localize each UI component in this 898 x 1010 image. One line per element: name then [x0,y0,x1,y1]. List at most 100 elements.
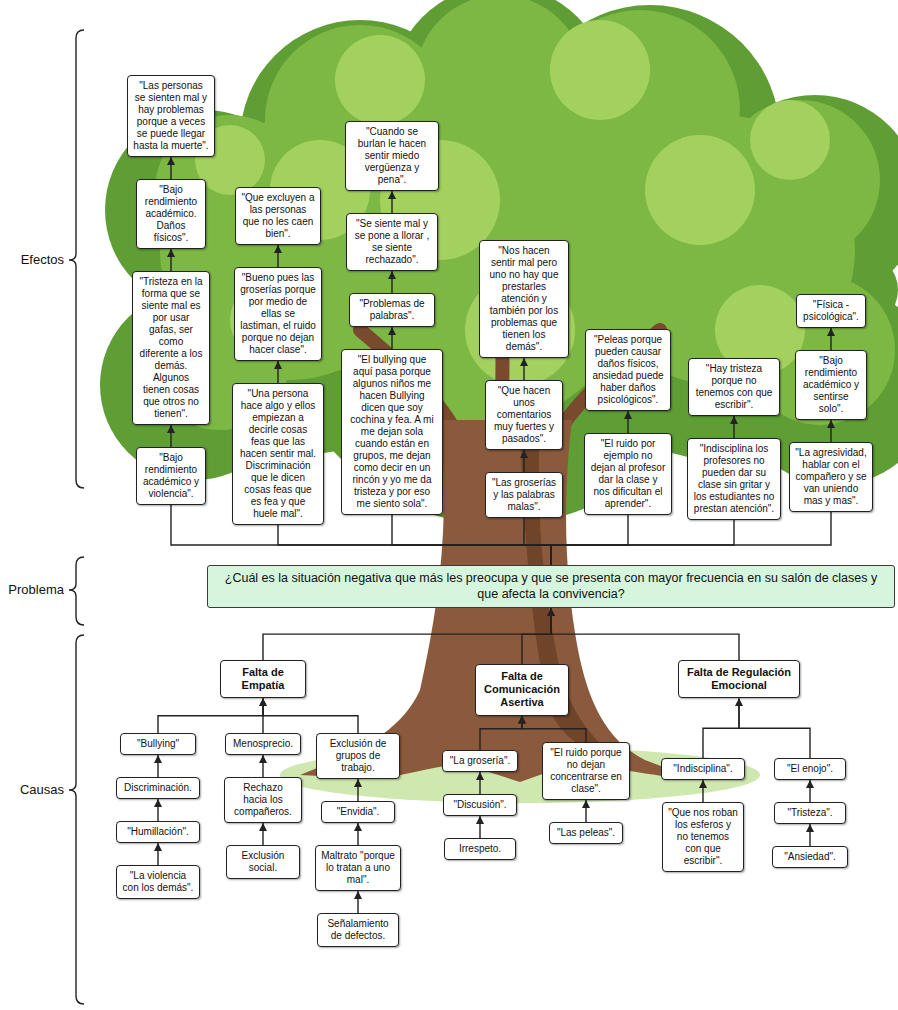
note-box: "Las personas se sienten mal y hay probl… [127,75,215,157]
connector-arrow [585,800,586,822]
node-text: "Ansiedad". [778,851,842,863]
node-text: Señalamiento de defectos. [323,918,393,942]
note-box: "Problemas de palabras". [349,293,435,327]
tree-canopy-light [195,20,830,385]
connector-arrow [277,245,278,267]
connector-arrow [263,698,358,733]
connector-arrow [263,608,551,660]
note-box: "Envidia". [321,801,395,823]
connector-arrow [702,780,703,802]
node-text: "Cuando se burlan le hacen sentir miedo … [351,126,433,186]
connector-arrow [551,608,739,660]
note-box: "Las groserías y las palabras malas". [485,472,563,518]
node-text: "Que excluyen a las personas que no les … [241,192,315,240]
tree-canopy [100,0,898,525]
note-box: "La agresividad, hablar con el compañero… [789,442,873,512]
node-text: "Bueno pues las groserías porque por med… [240,272,316,356]
node-text: Falta de Comunicación Asertiva [482,670,562,710]
note-box: Menosprecio. [225,733,301,755]
node-text: Irrespeto. [450,843,510,855]
connector-arrow [357,779,358,801]
node-text: "Peleas porque pueden causar daños físic… [591,334,665,406]
node-text: Maltrato "porque lo tratan a uno mal". [321,850,395,886]
connector-arrow [157,843,158,865]
node-text: Falta de Regulación Emocional [685,666,793,692]
node-text: "Discusión". [449,799,511,811]
node-text: ¿Cuál es la situación negativa que más l… [218,571,884,602]
note-box: Maltrato "porque lo tratan a uno mal". [315,845,401,891]
connector-arrow [733,416,734,438]
note-box: "Tristeza". [774,802,846,824]
note-box: "Bajo rendimiento académico y sentirse s… [795,350,867,420]
cause-heading-box: Falta de Comunicación Asertiva [475,664,569,716]
connector-arrow [157,799,158,821]
note-box: "Hay tristeza porque no tenemos con que … [688,358,780,416]
node-text: Exclusión social. [232,850,294,874]
note-box: "Nos hacen sentir mal pero uno no hay qu… [479,240,569,358]
note-box: "Discusión". [443,794,517,816]
connector-arrow [392,515,551,565]
node-text: "El bullying que aquí pasa porque alguno… [347,354,437,510]
note-box: "Peleas porque pueden causar daños físic… [585,329,671,411]
connector-arrow [551,520,734,565]
connector-arrow [809,824,810,846]
note-box: "Física - psicológica". [796,294,866,328]
note-box: "Tristeza en la forma que se siente mal … [132,271,210,425]
connector-arrow [391,271,392,293]
connector-arrow [391,191,392,213]
section-label: Causas [2,782,64,798]
note-box: "Cuando se burlan le hacen sentir miedo … [345,121,439,191]
connector-arrow [809,780,810,802]
note-box: "Que nos roban los esferos y no tenemos … [662,802,744,872]
note-box: "Humillación". [116,821,200,843]
connector-arrow [262,823,263,845]
node-text: "Bajo rendimiento académico y sentirse s… [801,355,861,415]
node-text: "Una persona hace algo y ellos empiezan … [238,388,318,520]
node-text: "Física - psicológica". [802,299,860,323]
connector-arrow [170,157,171,179]
node-text: "Indisciplina los profesores no pueden d… [693,443,775,515]
connector-arrow [158,698,263,733]
node-text: "El ruido por ejemplo no dejan al profes… [590,438,666,510]
connector-arrow [523,450,524,472]
note-box: "Ansiedad". [772,846,848,868]
connector-arrow [627,411,628,433]
connector-arrow [830,420,831,442]
node-text: "La grosería". [448,755,512,767]
connector-arrow [480,716,522,750]
node-text: "Que hacen unos comentarios muy fuertes … [491,385,557,445]
note-box: "Bueno pues las groserías porque por med… [234,267,322,361]
note-box: "Bajo rendimiento académico. Daños físic… [136,179,206,249]
note-box: Rechazo hacia los compañeros. [224,777,302,823]
node-text: "Tristeza en la forma que se siente mal … [138,276,204,420]
bracket [69,30,84,1004]
node-text: "El enojo". [780,763,840,775]
node-text: Exclusión de grupos de trabajo. [322,738,394,774]
connector-arrow [262,755,263,777]
note-box: "Indisciplina". [661,758,745,780]
note-box: "Que excluyen a las personas que no les … [235,187,321,245]
note-box: Irrespeto. [444,838,516,860]
connector-arrow [523,358,524,380]
node-text: Discriminación. [122,782,194,794]
cause-heading-box: Falta de Empatía [220,660,306,698]
connector-arrow [170,425,171,447]
node-text: "Indisciplina". [667,763,739,775]
connector-arrow [522,716,586,742]
connector-arrow [479,816,480,838]
node-text: "Bullying" [126,738,190,750]
node-text: "Que nos roban los esferos y no tenemos … [668,807,738,867]
note-box: "Una persona hace algo y ellos empiezan … [232,383,324,525]
node-text: Rechazo hacia los compañeros. [230,782,296,818]
connector-arrow [830,328,831,350]
connector-arrow [277,361,278,383]
node-text: Menosprecio. [231,738,295,750]
node-text: "Se siente mal y se pone a llorar , se s… [352,218,432,266]
node-text: "Las peleas". [555,827,617,839]
node-text: "Las groserías y las palabras malas". [491,477,557,513]
node-text: "Envidia". [327,806,389,818]
section-label: Problema [2,582,64,598]
note-box: "La violencia con los demás". [116,865,200,899]
node-text: "Las personas se sienten mal y hay probl… [133,80,209,152]
note-box: "Bajo rendimiento académico y violencia"… [136,447,206,505]
